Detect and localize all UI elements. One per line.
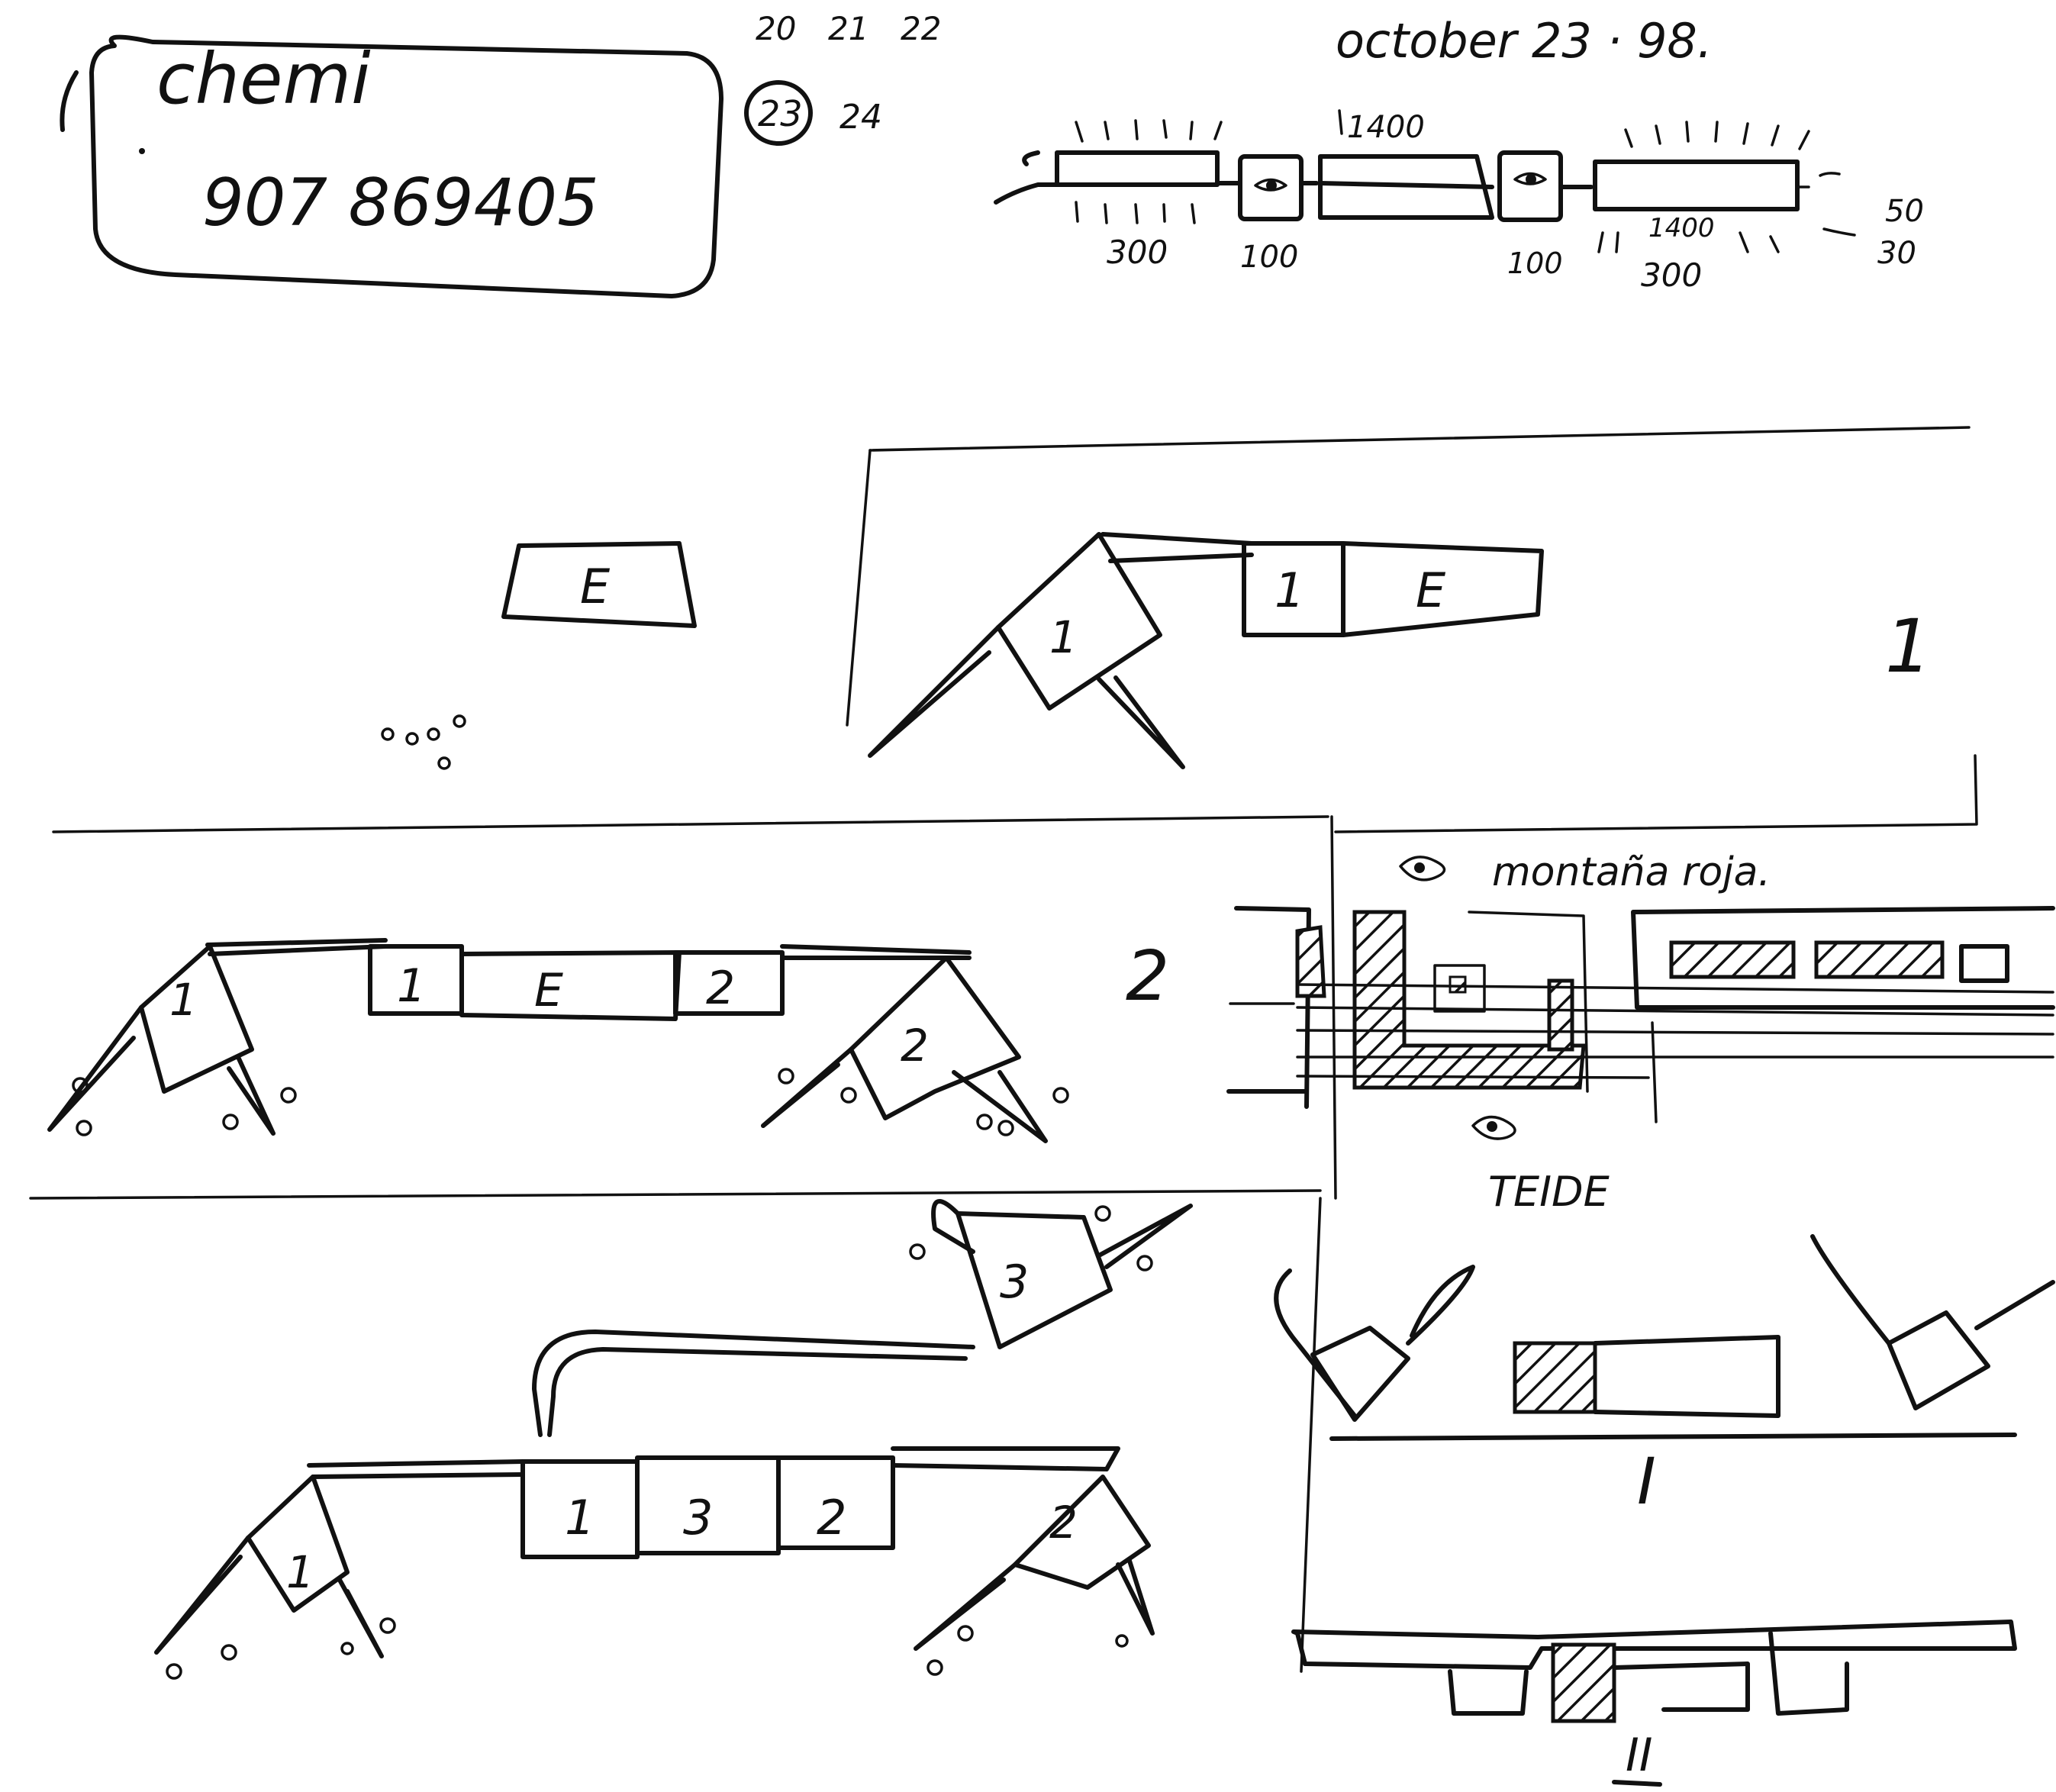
stage2-box-e: E [534,964,563,1017]
stage-2: 1 E 2 1 2 2 [47,936,1169,1143]
section-ii-label: II [1626,1729,1652,1782]
stage1-number: 1 [1885,604,1932,689]
stage1-box-e2: E [1416,562,1446,618]
site-plan: montaña roja. TEIDE [1226,849,2055,1216]
plan-lines [1229,983,2054,1123]
label-teide: TEIDE [1488,1168,1610,1216]
stage-1: E 1 E 1 1 [381,532,1932,770]
dim-100-right: 100 [1507,247,1563,280]
section-i: I [1274,1234,2055,1519]
stage3-leaf-1: 1 [286,1546,314,1598]
stage-3: 3 1 3 2 1 2 [154,1199,1193,1680]
calendar-day-22: 22 [901,10,941,47]
calendar-selected-circle [744,80,813,146]
dim-1400-bottom: 1400 [1648,213,1715,243]
dim-300-left: 300 [1107,234,1168,271]
dim-100-left: 100 [1240,240,1298,275]
dim-1400-top: 1400 [1347,110,1425,145]
stage2-box-2: 2 [706,962,735,1015]
stage2-box-1: 1 [397,959,426,1013]
dim-300-right: 300 [1641,256,1702,294]
stage2-leaf-1: 1 [169,974,198,1026]
top-strip-elevation: 300 100 1400 100 1400 300 50 30 [994,109,1924,294]
stage1-box-e: E [580,559,611,614]
stage3-leaf-3: 3 [1000,1255,1029,1309]
calendar-day-21: 21 [828,10,868,47]
section-i-label: I [1637,1444,1656,1519]
stage3-box-2: 2 [817,1490,846,1545]
sketch-date: october 23 · 98. [1336,13,1713,69]
seed-dots-3 [166,1205,1153,1680]
stage1-box-1: 1 [1275,562,1304,618]
calendar-day-23: 23 [758,93,803,134]
stage3-box-1: 1 [565,1490,595,1545]
contact-phone: 907 869405 [202,165,599,241]
calendar-day-24: 24 [839,98,882,137]
stage2-leaf-2: 2 [901,1020,929,1072]
stage3-box-3: 3 [683,1490,713,1545]
calendar-day-20: 20 [756,10,796,47]
seed-dots [381,714,466,770]
stage2-number: 2 [1126,936,1169,1017]
tick-marks [1075,109,1810,253]
frame-lines [29,426,1978,1673]
label-montana-roja: montaña roja. [1492,849,1771,895]
section-ii: II [1291,1620,2017,1787]
calendar-days: 20 21 22 23 24 [744,10,941,146]
seed-dots-2 [72,1068,1069,1136]
stage1-leaf-1: 1 [1049,611,1078,663]
contact-name: chemi [156,38,371,120]
contact-note: chemi 907 869405 [60,34,723,298]
dim-30: 30 [1877,236,1916,271]
stage3-leaf-2: 2 [1049,1497,1078,1549]
dim-50: 50 [1885,194,1924,229]
